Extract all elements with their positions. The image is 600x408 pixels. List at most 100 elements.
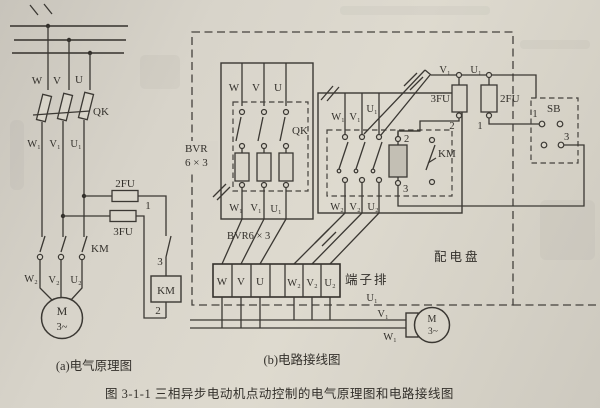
qk-out-v1: V₁: [250, 203, 261, 214]
fuse-2fu-rect: [480, 84, 498, 113]
knife-switch-qk: [32, 91, 95, 237]
label-backing: [182, 141, 218, 170]
cable-bvr6x3-label: BVR6 × 3: [227, 231, 270, 242]
qk-in-v: V: [252, 82, 260, 94]
node-2-label: 2: [155, 305, 161, 317]
qk-in-u: U: [274, 82, 282, 94]
strip-cell-u: U: [256, 276, 264, 288]
qk-in-w: W: [229, 82, 240, 94]
supply-cable-marks: [29, 3, 53, 16]
motor-a: [40, 296, 84, 340]
km-out-v2: V₂: [349, 202, 361, 213]
sb-node-3: 3: [564, 132, 569, 143]
strip-cell-w: W: [217, 276, 228, 288]
sb-node-1: 1: [532, 109, 537, 120]
phase-label-u1: U₁: [70, 139, 81, 150]
km-in-u1: U₁: [366, 104, 377, 115]
control-branch-3fu: [60, 209, 166, 319]
fuse-3fu-label: 3FU: [113, 226, 133, 238]
schematic-a: W V U QK W₁ V₁ U₁ 2FU 1 3FU: [10, 3, 182, 373]
node-1-label: 1: [145, 200, 151, 212]
board-node-1: 1: [477, 121, 482, 132]
qk-poles: [234, 108, 294, 219]
fuse-3fu-label: 3FU: [430, 93, 450, 105]
cable-slash-km: [320, 85, 340, 102]
supply-busbars: [10, 23, 128, 90]
motor-b-phases: 3~: [428, 327, 438, 337]
motor-a-phases: 3~: [57, 322, 68, 333]
fuse-2fu-label: 2FU: [500, 93, 520, 105]
km-aux-contact: [425, 136, 437, 186]
km-main-label: KM: [91, 243, 109, 255]
sb-label: SB: [547, 103, 560, 115]
tap-u1-label: U₁: [470, 65, 481, 76]
phase-label-u2: U₂: [70, 275, 82, 286]
km-node-3: 3: [403, 184, 408, 195]
km-out-u2: U₂: [367, 202, 379, 213]
qk-out-w1: W₁: [229, 203, 243, 214]
figure-caption: 图 3-1-1 三相异步电动机点动控制的电气原理图和电路接线图: [105, 386, 454, 401]
cable-slash-qk: [212, 183, 231, 201]
terminal-strip-label: 端子排: [345, 273, 389, 287]
board-fuses: [397, 77, 539, 137]
phase-label-u: U: [75, 74, 83, 86]
sb-outline: [530, 97, 579, 164]
strip-cell-w2: W₂: [287, 278, 301, 289]
fuse-2fu-symbol: [111, 189, 139, 203]
motor-wire-u1: U₁: [366, 293, 377, 304]
control-switch-and-coil: [150, 235, 182, 318]
phase-label-w2: W₂: [24, 274, 38, 285]
control-branch-2fu: [81, 189, 167, 236]
strip-cell-v2: V₂: [306, 278, 318, 289]
cable-bvr-label: BVR: [185, 143, 208, 155]
km-node-2: 2: [404, 134, 409, 145]
phase-label-v1: V₁: [49, 139, 60, 150]
motor-wire-w1: W₁: [383, 332, 397, 343]
fuse-3fu-rect: [451, 84, 468, 113]
paper-bleedthrough: [10, 6, 595, 260]
cable-qk-to-strip: [221, 218, 287, 265]
km-unit-outline: [326, 129, 453, 197]
km-enclosure: [317, 85, 463, 214]
motor-a-m: M: [57, 304, 68, 318]
motor-b: [405, 306, 451, 344]
fuse-3fu-symbol: [109, 209, 137, 223]
km-main-contacts: [36, 235, 88, 301]
km-in-v1: V₁: [349, 112, 360, 123]
pushbutton-sb: [397, 97, 585, 207]
distribution-board-label: 配电盘: [434, 249, 481, 264]
km-in-w1: W₁: [331, 112, 345, 123]
qk-out-u1: U₁: [270, 204, 281, 215]
wiring-b: 配电盘 W V U QK W₁ V₁ U₁ BVR: [182, 31, 596, 367]
strip-cell-u2: U₂: [324, 278, 336, 289]
cable-slash-km-strip: [314, 228, 337, 247]
sb-return-wire: [397, 144, 585, 207]
control-tap-cable: [363, 69, 537, 136]
phase-label-v: V: [53, 75, 61, 87]
caption-b: (b)电路接线图: [263, 352, 340, 367]
motor-cable: [190, 297, 406, 329]
tap-v1-label: V₁: [439, 65, 450, 76]
km-coil-rect: [388, 144, 408, 178]
caption-a: (a)电气原理图: [56, 358, 132, 373]
km-out-w2: W₂: [330, 202, 344, 213]
qk-unit-label: QK: [292, 125, 308, 137]
phase-label-w: W: [32, 75, 43, 87]
phase-label-w1: W₁: [27, 139, 41, 150]
km-unit-label: KM: [438, 148, 456, 160]
km-coil-label: KM: [157, 285, 175, 297]
strip-cell-v: V: [237, 276, 245, 288]
motor-b-m: M: [428, 314, 437, 325]
phase-label-v2: V₂: [48, 275, 60, 286]
qk-label: QK: [93, 106, 109, 118]
cable-km-to-strip: [293, 212, 380, 265]
cable-slash-taps: [403, 72, 424, 91]
cable-bvr-size: 6 × 3: [185, 157, 208, 169]
fuse-2fu-label: 2FU: [115, 178, 135, 190]
motor-wire-v1: V₁: [377, 309, 388, 320]
terminal-strip: [212, 263, 341, 298]
board-node-2: 2: [449, 121, 454, 132]
node-3-label: 3: [157, 256, 163, 268]
